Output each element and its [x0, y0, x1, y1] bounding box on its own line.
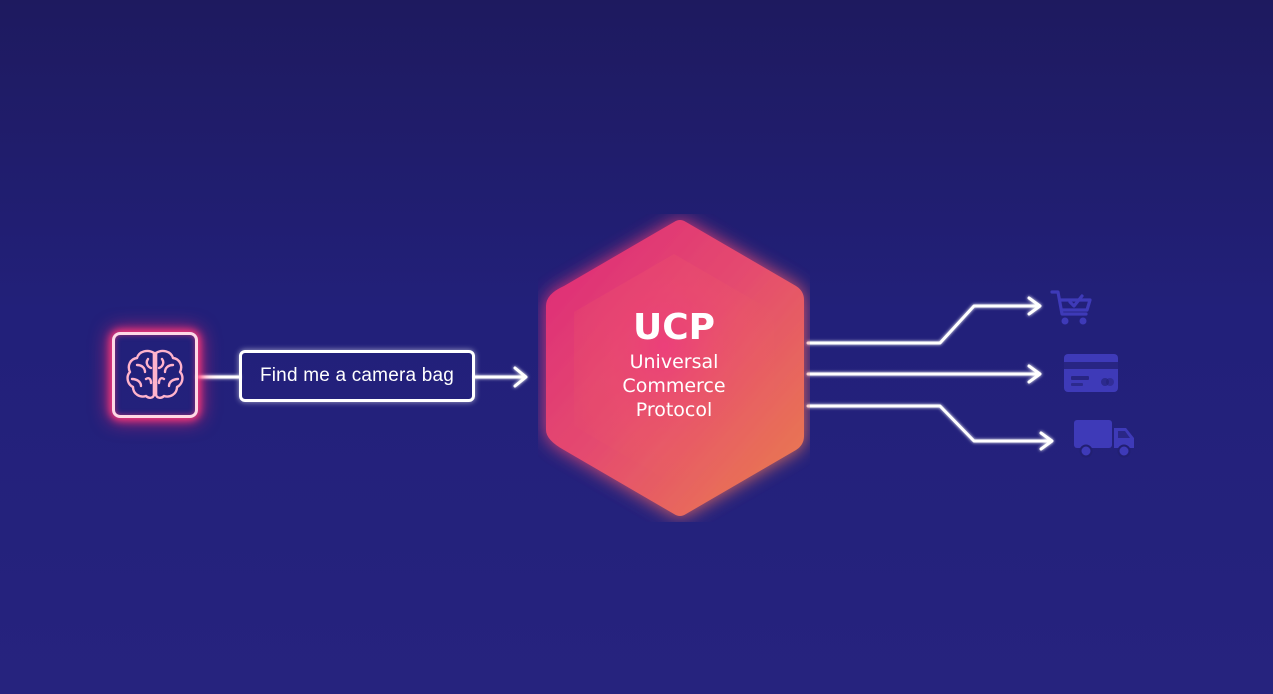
branch-top-arrowhead [1027, 296, 1042, 316]
brain-icon [126, 349, 184, 399]
delivery-truck-icon [1074, 420, 1134, 458]
query-to-ucp-arrowhead [513, 366, 528, 388]
query-box: Find me a camera bag [239, 350, 475, 402]
branch-bottom-arrowhead [1039, 431, 1054, 451]
ucp-subtitle-line-2: Commerce [622, 375, 726, 397]
ucp-subtitle-line-1: Universal [629, 351, 719, 373]
ai-agent-bubble [112, 332, 198, 418]
branch-top-line [806, 304, 1040, 345]
branch-bottom-line [806, 404, 1052, 443]
ucp-subtitle-line-3: Protocol [635, 399, 713, 421]
branch-middle-arrowhead [1027, 364, 1042, 384]
ucp-title: UCP [632, 307, 716, 348]
ucp-hexagon [546, 220, 804, 516]
credit-card-icon [1064, 354, 1118, 392]
shopping-cart-check-icon [1050, 290, 1092, 325]
query-text: Find me a camera bag [259, 365, 455, 386]
ucp-label: UCP Universal Commerce Protocol [538, 306, 810, 422]
